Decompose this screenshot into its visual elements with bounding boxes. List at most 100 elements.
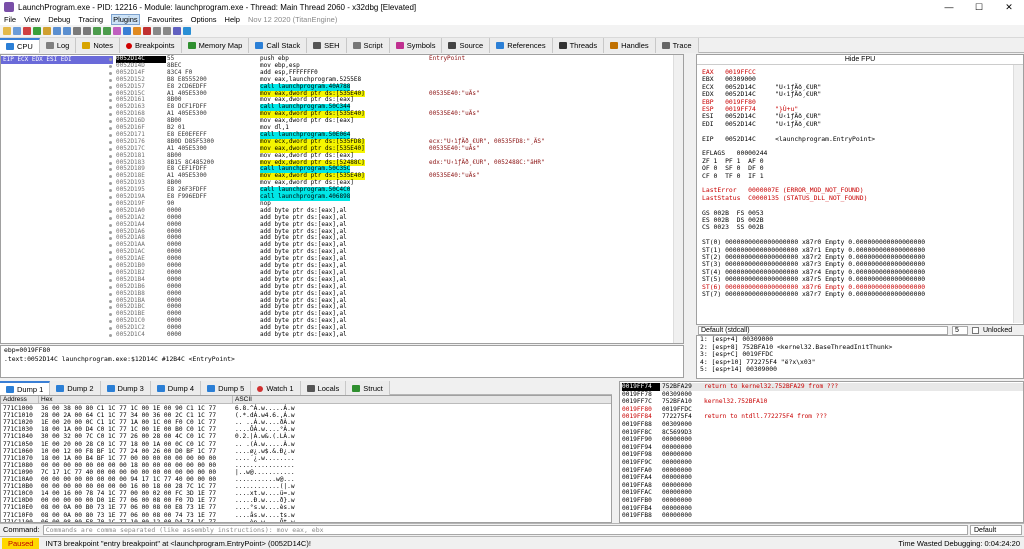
stack-arg-row[interactable]: 1: [esp+4] 00309000 [700, 335, 774, 343]
tab-threads[interactable]: Threads [552, 38, 605, 53]
register-line[interactable]: ST(0) 0000000000000000000 x87r0 Empty 0.… [702, 238, 926, 247]
breakpoint-gutter-dot[interactable] [109, 327, 112, 331]
breakpoint-gutter-dot[interactable] [109, 278, 112, 282]
breakpoint-gutter-dot[interactable] [109, 244, 112, 248]
tab-notes[interactable]: Notes [76, 38, 120, 53]
breakpoint-gutter-dot[interactable] [109, 320, 112, 324]
breakpoint-gutter-dot[interactable] [109, 168, 112, 172]
register-line[interactable]: ST(7) 0000000000000000000 x87r7 Empty 0.… [702, 290, 926, 298]
stack-arguments-panel[interactable]: 1: [esp+4] 00309000 2: [esp+8] 752BFA10 … [696, 335, 1024, 379]
register-line[interactable]: CS 0023 SS 002B [702, 223, 764, 232]
functions-icon[interactable] [173, 27, 181, 35]
menu-view[interactable]: View [24, 15, 41, 24]
register-line[interactable]: ESI 0052D14C "U‹ìƒÄð¸€UR" [702, 112, 822, 121]
register-line[interactable]: EIP 0052D14C <launchprogram.EntryPoint> [702, 134, 876, 143]
menu-tracing[interactable]: Tracing [78, 15, 104, 24]
breakpoint-gutter-dot[interactable] [109, 92, 112, 96]
breakpoint-gutter-dot[interactable] [109, 113, 112, 117]
register-line[interactable]: EDX 0052D14C "U‹ìƒÄð¸€UR" [702, 90, 822, 99]
stack-arg-row[interactable]: 5: [esp+14] 00309000 [700, 365, 777, 373]
tab-script[interactable]: Script [346, 38, 390, 53]
register-line[interactable]: ES 002B DS 002B [702, 216, 764, 224]
tab-symbols[interactable]: Symbols [389, 38, 443, 53]
breakpoint-gutter-dot[interactable] [109, 64, 112, 68]
register-line[interactable]: ST(1) 0000000000000000000 x87r1 Empty 0.… [702, 245, 926, 254]
breakpoint-gutter-dot[interactable] [109, 209, 112, 213]
tab-dump-3[interactable]: Dump 3 [100, 381, 151, 396]
tab-handles[interactable]: Handles [604, 38, 656, 53]
run-icon[interactable] [33, 27, 41, 35]
pause-icon[interactable] [43, 27, 51, 35]
register-line[interactable]: ECX 0052D14C "U‹ìƒÄð¸€UR" [702, 82, 822, 91]
breakpoint-gutter-dot[interactable] [109, 120, 112, 124]
tab-references[interactable]: References [490, 38, 553, 53]
breakpoint-gutter-dot[interactable] [109, 265, 112, 268]
tab-breakpoints[interactable]: Breakpoints [119, 38, 182, 53]
breakpoint-gutter-dot[interactable] [109, 182, 112, 186]
breakpoint-gutter-dot[interactable] [109, 154, 112, 158]
tab-seh[interactable]: SEH [307, 38, 347, 53]
tab-struct[interactable]: Struct [346, 381, 390, 396]
breakpoint-gutter-dot[interactable] [109, 196, 112, 199]
menu-help[interactable]: Help [224, 15, 240, 24]
unlocked-checkbox[interactable] [972, 326, 979, 334]
breakpoint-gutter-dot[interactable] [109, 306, 112, 310]
dump-header-address[interactable]: Address [1, 396, 39, 404]
calling-convention-select[interactable]: Default (stdcall) [698, 325, 948, 335]
tab-dump-1[interactable]: Dump 1 [0, 381, 51, 396]
patch-icon[interactable] [133, 27, 141, 35]
stack-arg-row[interactable]: 3: [esp+C] 0019FFDC [700, 350, 774, 358]
register-line[interactable]: LastError 0000007E (ERROR_MOD_NOT_FOUND) [702, 186, 864, 195]
register-line[interactable]: ZF 1 PF 1 AF 0 [702, 156, 764, 165]
dump-header-hex[interactable]: Hex [39, 396, 233, 404]
menu-options[interactable]: Options [190, 15, 217, 24]
hide-fpu-button[interactable]: Hide FPU [697, 55, 1023, 65]
memory-icon[interactable] [123, 27, 131, 35]
tab-trace[interactable]: Trace [655, 38, 699, 53]
step-over-icon[interactable] [63, 27, 71, 35]
menu-debug[interactable]: Debug [48, 15, 71, 24]
breakpoint-gutter-dot[interactable] [109, 216, 112, 220]
restart-icon[interactable] [13, 27, 21, 35]
tab-dump-4[interactable]: Dump 4 [150, 381, 202, 396]
breakpoint-gutter-dot[interactable] [109, 127, 112, 130]
labels-icon[interactable] [163, 27, 171, 35]
tab-watch-1[interactable]: Watch 1 [251, 381, 301, 396]
tab-locals[interactable]: Locals [300, 381, 347, 396]
register-line[interactable]: ST(4) 0000000000000000000 x87r4 Empty 0.… [702, 267, 926, 276]
open-icon[interactable] [3, 27, 11, 35]
breakpoint-gutter-dot[interactable] [109, 285, 112, 289]
breakpoint-gutter-dot[interactable] [109, 140, 112, 144]
breakpoint-gutter-dot[interactable] [109, 78, 112, 82]
register-line[interactable]: EFLAGS 00000244 [702, 149, 768, 158]
breakpoint-gutter-dot[interactable] [109, 202, 112, 206]
register-line[interactable]: EBX 00309000 [702, 75, 756, 84]
